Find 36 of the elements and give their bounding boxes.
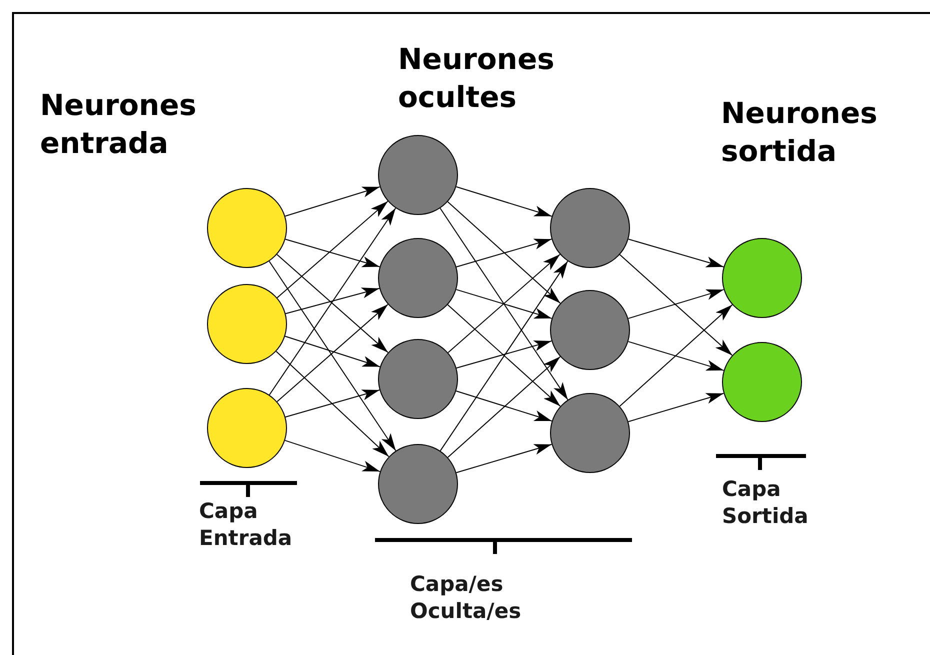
layer-caption: Capa/es Oculta/es — [410, 571, 522, 625]
arrow — [447, 201, 561, 304]
arrow — [448, 254, 560, 354]
layer-heading: Neurones entrada — [40, 87, 198, 162]
arrow — [456, 238, 552, 268]
arrow — [456, 444, 552, 474]
arrow — [456, 390, 552, 422]
arrow — [268, 208, 396, 396]
layer-heading: Neurones ocultes — [398, 41, 556, 116]
arrow — [456, 289, 552, 319]
arrow — [619, 254, 733, 356]
arrow — [440, 260, 568, 452]
layer-caption: Capa Sortida — [722, 476, 810, 530]
arrow — [284, 440, 380, 472]
arrow — [440, 208, 568, 400]
arrow — [285, 288, 380, 314]
arrow — [284, 186, 380, 217]
arrow — [628, 289, 724, 319]
arrow — [284, 390, 380, 418]
arrow — [447, 356, 561, 458]
arrow — [268, 260, 396, 452]
arrow — [628, 392, 724, 422]
arrow — [628, 238, 724, 268]
layer-heading: Neurones sortida — [721, 95, 878, 170]
arrow — [456, 340, 552, 369]
layer-caption: Capa Entrada — [199, 498, 294, 552]
arrow — [276, 350, 390, 458]
arrow — [447, 304, 561, 407]
arrow — [276, 200, 388, 298]
arrow — [276, 254, 389, 354]
arrow — [456, 186, 552, 217]
arrow — [276, 304, 388, 402]
arrow — [619, 304, 733, 407]
arrow — [284, 336, 380, 368]
arrow — [284, 238, 380, 268]
arrow — [628, 341, 724, 371]
